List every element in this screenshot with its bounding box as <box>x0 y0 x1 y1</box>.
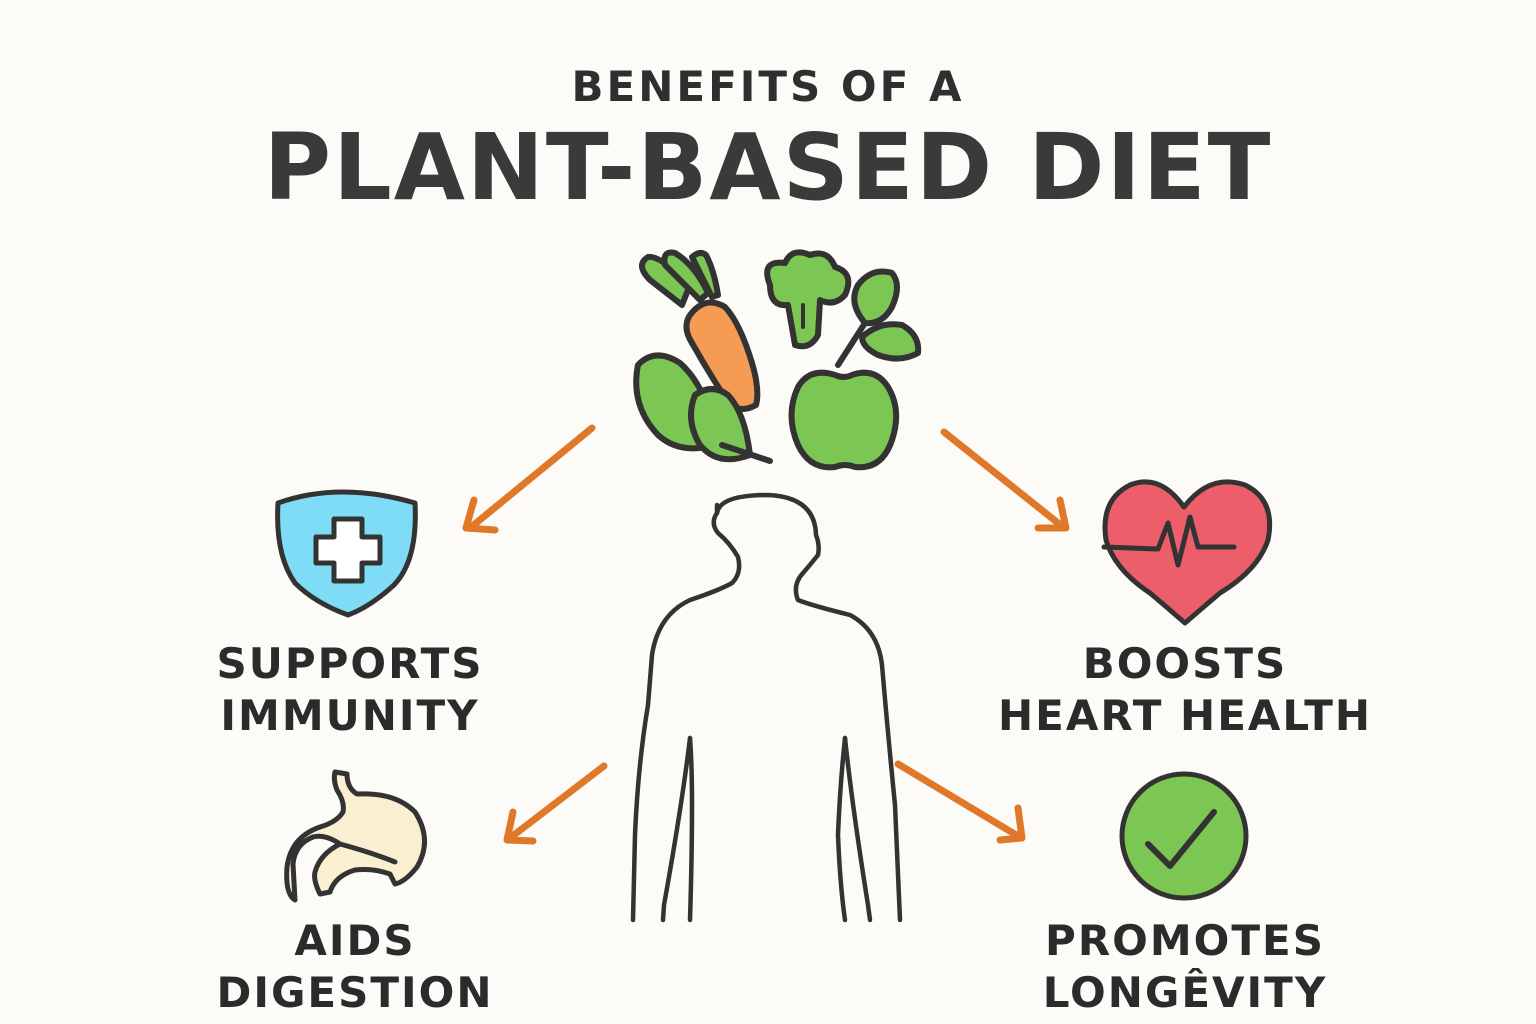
shield-cross-icon <box>275 489 418 618</box>
benefit-line1: BOOSTS <box>1082 639 1288 688</box>
vegetables-cluster-icon <box>633 249 922 471</box>
benefit-line2: HEART HEALTH <box>997 691 1373 740</box>
apple-icon <box>788 369 900 471</box>
benefit-label-longevity: PROMOTES LONGÊVITY <box>1000 915 1370 1019</box>
title-subtitle: BENEFITS OF A <box>571 62 965 111</box>
benefit-line1: SUPPORTS <box>216 639 484 688</box>
heart-pulse-icon <box>1101 479 1273 626</box>
benefit-label-heart: BOOSTS HEART HEALTH <box>980 638 1390 742</box>
arrow-to-heart-icon <box>940 428 1070 532</box>
title-main: PLANT-BASED DIET <box>263 114 1273 221</box>
benefit-line1: AIDS <box>294 916 416 965</box>
benefit-label-digestion: AIDS DIGESTION <box>180 915 530 1019</box>
benefit-line1: PROMOTES <box>1045 916 1325 965</box>
carrot-icon <box>683 299 761 412</box>
checkmark-circle-icon <box>1119 771 1249 901</box>
arrow-to-longevity-icon <box>894 760 1026 844</box>
human-silhouette-icon <box>630 492 903 923</box>
carrot-leaves-icon <box>639 249 721 308</box>
benefit-line2: DIGESTION <box>216 968 494 1017</box>
stomach-icon <box>284 769 427 903</box>
arrow-to-digestion-icon <box>503 762 608 845</box>
benefit-line2: LONGÊVITY <box>1042 968 1328 1017</box>
benefit-line2: IMMUNITY <box>220 691 480 740</box>
leaf-icon <box>851 268 900 327</box>
benefit-label-immunity: SUPPORTS IMMUNITY <box>170 638 530 742</box>
broccoli-icon <box>764 249 852 350</box>
arrow-to-immunity-icon <box>462 424 596 534</box>
